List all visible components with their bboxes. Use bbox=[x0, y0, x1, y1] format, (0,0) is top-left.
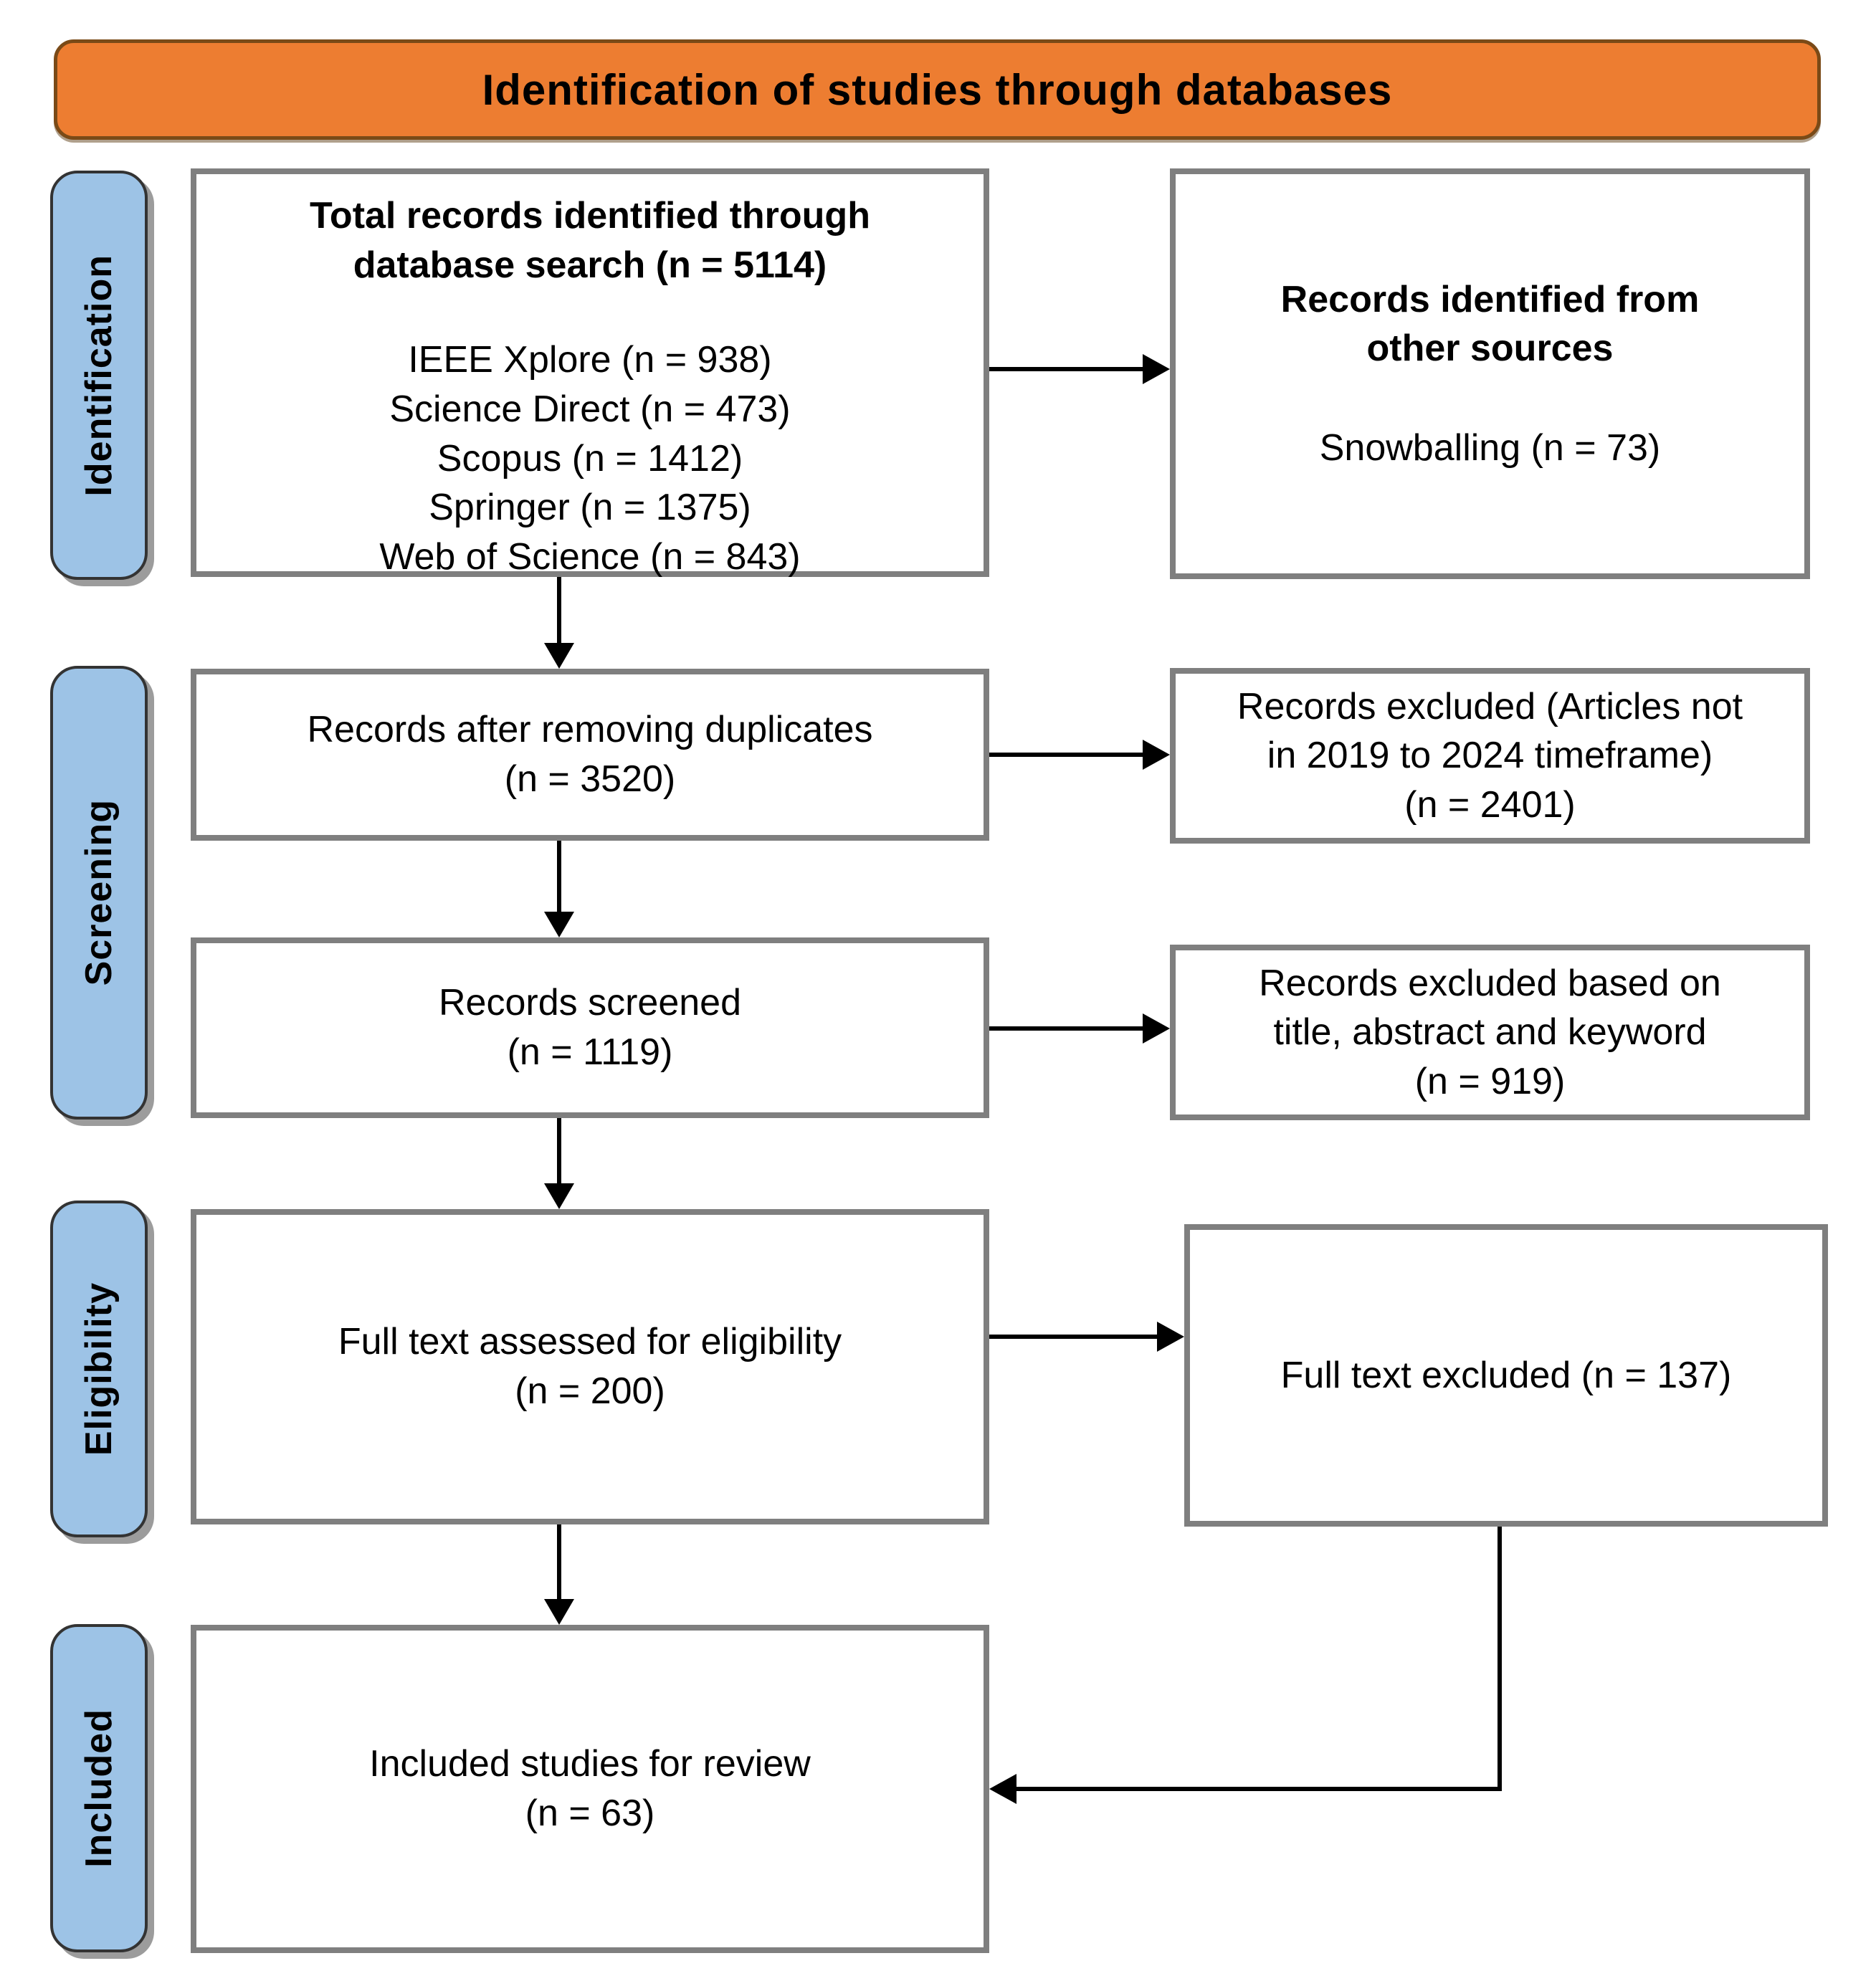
arrow-screened-to-excluded-title-line bbox=[989, 1026, 1143, 1031]
box-text-line: (n = 919) bbox=[1414, 1060, 1566, 1102]
arrow-fulltext-to-included-line bbox=[557, 1524, 561, 1599]
stage-label-eligibility: Eligibility bbox=[50, 1201, 148, 1537]
box-text-line: (n = 2401) bbox=[1404, 783, 1576, 826]
stage-label-identification: Identification bbox=[50, 171, 148, 580]
box-text-line: Total records identified through bbox=[310, 195, 870, 237]
box-text-line: Records identified from bbox=[1280, 278, 1700, 320]
box-full-text-assessed: Full text assessed for eligibility (n = … bbox=[191, 1209, 989, 1524]
arrow-duplicates-to-screened-head bbox=[544, 912, 574, 937]
stage-label-text: Included bbox=[78, 1709, 120, 1868]
box-records-other-sources: Records identified from other sources Sn… bbox=[1170, 168, 1810, 579]
arrow-identified-to-other-sources-head bbox=[1143, 354, 1170, 384]
box-text-line: title, abstract and keyword bbox=[1273, 1011, 1707, 1054]
arrow-fulltext-to-fulltext-excluded-line bbox=[989, 1335, 1157, 1339]
arrow-fulltext-excluded-to-included-hline bbox=[1016, 1787, 1502, 1791]
stage-label-included: Included bbox=[50, 1624, 148, 1952]
arrow-screened-to-fulltext-head bbox=[544, 1183, 574, 1209]
diagram-title: Identification of studies through databa… bbox=[482, 65, 1393, 114]
database-source-item: Web of Science (n = 843) bbox=[379, 535, 801, 578]
box-text-line: Records excluded based on bbox=[1259, 962, 1721, 1004]
box-records-excluded-title-abstract: Records excluded based on title, abstrac… bbox=[1170, 945, 1810, 1120]
arrow-duplicates-to-excluded-timeframe-line bbox=[989, 753, 1143, 757]
box-text-line: in 2019 to 2024 timeframe) bbox=[1267, 735, 1713, 777]
arrow-duplicates-to-screened-line bbox=[557, 841, 561, 912]
box-total-records-identified: Total records identified through databas… bbox=[191, 168, 989, 578]
box-text-line: Records after removing duplicates bbox=[307, 709, 873, 751]
diagram-title-banner: Identification of studies through databa… bbox=[54, 39, 1821, 140]
stage-label-text: Identification bbox=[78, 254, 120, 497]
box-heading: Total records identified through databas… bbox=[310, 191, 870, 290]
box-text-line: Full text assessed for eligibility bbox=[338, 1321, 842, 1363]
box-text-line: Records excluded (Articles not bbox=[1237, 685, 1743, 727]
stage-label-text: Screening bbox=[78, 799, 120, 986]
box-included-studies: Included studies for review (n = 63) bbox=[191, 1625, 989, 1953]
box-text-line: Included studies for review bbox=[369, 1743, 811, 1785]
arrow-fulltext-to-included-head bbox=[544, 1599, 574, 1625]
stage-label-screening: Screening bbox=[50, 666, 148, 1120]
box-text-line: Snowballing (n = 73) bbox=[1319, 426, 1661, 469]
database-source-item: IEEE Xplore (n = 938) bbox=[408, 339, 772, 381]
box-text-line: (n = 200) bbox=[515, 1370, 665, 1412]
box-text-line: database search (n = 5114) bbox=[353, 244, 827, 286]
box-full-text-excluded: Full text excluded (n = 137) bbox=[1184, 1224, 1828, 1527]
arrow-screened-to-fulltext-line bbox=[557, 1118, 561, 1183]
arrow-screened-to-excluded-title-head bbox=[1143, 1013, 1170, 1044]
box-text-line: Records screened bbox=[439, 982, 741, 1024]
arrow-fulltext-to-fulltext-excluded-head bbox=[1157, 1322, 1184, 1352]
box-records-after-duplicates: Records after removing duplicates (n = 3… bbox=[191, 669, 989, 841]
box-records-excluded-timeframe: Records excluded (Articles not in 2019 t… bbox=[1170, 668, 1810, 844]
arrow-identified-to-duplicates-head bbox=[544, 643, 574, 669]
arrow-identified-to-other-sources-line bbox=[989, 367, 1143, 371]
box-text-line: other sources bbox=[1366, 328, 1614, 370]
database-source-item: Springer (n = 1375) bbox=[429, 487, 751, 529]
arrow-duplicates-to-excluded-timeframe-head bbox=[1143, 740, 1170, 770]
box-text-line: (n = 1119) bbox=[507, 1031, 673, 1073]
stage-label-text: Eligibility bbox=[78, 1281, 120, 1456]
arrow-fulltext-excluded-to-included-head bbox=[989, 1774, 1016, 1804]
box-text-line: (n = 3520) bbox=[504, 758, 676, 800]
database-source-item: Science Direct (n = 473) bbox=[389, 388, 791, 430]
database-source-item: Scopus (n = 1412) bbox=[437, 437, 743, 479]
database-source-list: IEEE Xplore (n = 938) Science Direct (n … bbox=[379, 335, 800, 581]
box-text-line: (n = 63) bbox=[525, 1793, 655, 1834]
box-records-screened: Records screened (n = 1119) bbox=[191, 937, 989, 1118]
box-text-line: Full text excluded (n = 137) bbox=[1280, 1354, 1732, 1396]
arrow-identified-to-duplicates-line bbox=[557, 577, 561, 643]
arrow-fulltext-excluded-to-included-vline bbox=[1498, 1527, 1502, 1789]
box-heading: Records identified from other sources bbox=[1281, 275, 1700, 373]
